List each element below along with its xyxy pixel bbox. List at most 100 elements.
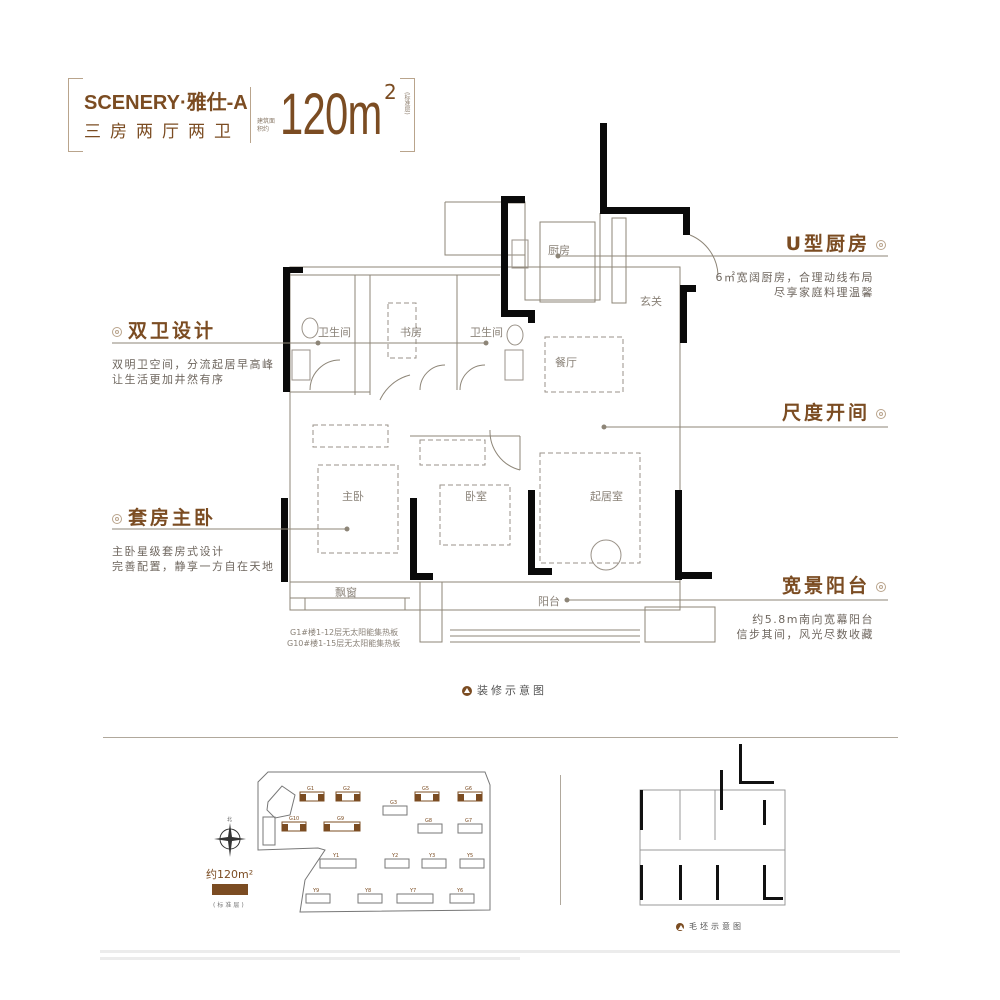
caption-text: 毛坯示意图 xyxy=(689,922,744,931)
bearing-walls xyxy=(281,123,712,582)
ring-icon xyxy=(876,239,886,250)
ring-icon xyxy=(112,513,122,524)
furniture xyxy=(312,302,641,564)
building-g2: G2 xyxy=(335,786,361,802)
building-g8: G8 xyxy=(417,818,443,834)
building-label: G9 xyxy=(337,816,344,822)
building-g1: G1 xyxy=(299,786,325,802)
floor-type: (标准层) xyxy=(403,92,410,115)
ring-icon xyxy=(876,408,886,419)
facility xyxy=(262,816,276,846)
room-study: 书房 xyxy=(400,326,422,339)
legend-area: 约120m² xyxy=(206,868,254,881)
feature-double-bath: 双卫设计 双明卫空间，分流起居早高峰让生活更加井然有序 xyxy=(112,316,275,387)
building-label: G6 xyxy=(465,786,472,792)
feature-desc: 尽享家庭料理温馨 xyxy=(774,286,874,299)
building-g3: G3 xyxy=(382,800,408,816)
rough-floor-plan xyxy=(639,744,786,906)
room-bay-window: 飘窗 xyxy=(335,585,357,599)
building-y3: Y3 xyxy=(421,853,447,869)
building-g10: G10 xyxy=(281,816,307,832)
solar-note-1: G1#楼1-12层无太阳能集热板 xyxy=(290,627,398,637)
feature-kitchen: U型厨房 6㎡宽阔厨房，合理动线布局尽享家庭料理温馨 xyxy=(716,229,893,300)
area-unit-sup: 2 xyxy=(384,80,397,104)
building-label: G2 xyxy=(343,786,350,792)
compass-star-icon xyxy=(214,823,246,857)
feature-desc: 让生活更加井然有序 xyxy=(112,373,225,386)
feature-desc: 约5.8m南向宽幕阳台 xyxy=(752,613,874,626)
ring-icon xyxy=(876,581,886,592)
feature-title: 套房主卧 xyxy=(128,507,217,529)
room-labels: 厨房 玄关 卫生间 书房 卫生间 餐厅 主卧 卧室 起居室 飘窗 阳台 xyxy=(318,244,662,608)
building-label: G10 xyxy=(289,816,299,822)
area-value: 120m xyxy=(280,82,382,147)
building-label: Y3 xyxy=(428,853,435,859)
building-y7: Y7 xyxy=(396,888,434,904)
building-label: Y8 xyxy=(364,888,371,894)
feature-desc: 6㎡宽阔厨房，合理动线布局 xyxy=(715,271,874,284)
building-y9: Y9 xyxy=(305,888,331,904)
room-bedroom: 卧室 xyxy=(465,489,487,503)
building-y1: Y1 xyxy=(319,853,357,869)
building-g6: G6 xyxy=(457,786,483,802)
feature-desc: 完善配置，静享一方自在天地 xyxy=(112,560,275,573)
callout-lines xyxy=(112,253,888,603)
room-bath-2: 卫生间 xyxy=(470,325,503,339)
building-label: G1 xyxy=(307,786,314,792)
area-label: 建筑面积约 xyxy=(257,118,276,133)
building-label: Y7 xyxy=(409,888,416,894)
site-boundary xyxy=(257,771,491,913)
building-y8: Y8 xyxy=(357,888,383,904)
title-block xyxy=(68,78,415,152)
room-living: 起居室 xyxy=(590,489,623,503)
feature-title: 尺度开间 xyxy=(781,402,870,424)
building-label: G5 xyxy=(422,786,429,792)
bracket-left xyxy=(68,78,83,152)
building-label: G7 xyxy=(465,818,472,824)
feature-title: 宽景阳台 xyxy=(781,575,870,597)
feature-title: 双卫设计 xyxy=(128,320,217,342)
building-label: G3 xyxy=(390,800,397,806)
building-g7: G7 xyxy=(457,818,483,834)
room-kitchen: 厨房 xyxy=(548,244,570,257)
bracket-right xyxy=(400,78,415,152)
ring-icon xyxy=(112,326,122,337)
feature-bay-width: 尺度开间 xyxy=(782,398,892,425)
section-divider xyxy=(103,737,898,738)
decorated-plan-caption: 装修示意图 xyxy=(462,682,547,698)
project-title: SCENERY·雅仕-A xyxy=(84,92,248,114)
layout-title: 三房两厅两卫 xyxy=(84,122,240,142)
north-label: 北 xyxy=(227,816,232,823)
building-y2: Y2 xyxy=(384,853,410,869)
room-balcony: 阳台 xyxy=(538,594,560,608)
room-entrance: 玄关 xyxy=(640,294,662,308)
title-divider xyxy=(250,87,251,143)
solar-note-2: G10#楼1-15层无太阳能集热板 xyxy=(287,638,400,648)
compass: 北 xyxy=(214,816,246,857)
building-label: Y9 xyxy=(312,888,319,894)
feature-balcony: 宽景阳台 约5.8m南向宽幕阳台信步其间，风光尽数收藏 xyxy=(737,571,893,642)
legend-swatch xyxy=(212,884,248,895)
building-label: Y5 xyxy=(466,853,473,859)
feature-title: U型厨房 xyxy=(785,233,870,255)
fixtures xyxy=(291,239,622,571)
building-label: Y2 xyxy=(391,853,398,859)
building-label: Y1 xyxy=(332,853,339,859)
vertical-divider xyxy=(560,775,561,905)
rough-plan-caption: 毛坯示意图 xyxy=(676,921,744,932)
feature-desc: 主卧星级套房式设计 xyxy=(112,545,225,558)
legend-floor: (标准层) xyxy=(213,902,246,909)
triangle-icon xyxy=(676,922,684,931)
room-master: 主卧 xyxy=(342,490,364,503)
floor-plan: 厨房 玄关 卫生间 书房 卫生间 餐厅 主卧 卧室 起居室 飘窗 阳台 G1#楼… xyxy=(112,123,888,648)
clubhouse xyxy=(266,785,296,819)
building-g9: G9 xyxy=(323,816,361,832)
building-g5: G5 xyxy=(414,786,440,802)
room-bath-1: 卫生间 xyxy=(318,325,351,339)
building-label: G8 xyxy=(425,818,432,824)
building-y6: Y6 xyxy=(449,888,475,904)
feature-desc: 信步其间，风光尽数收藏 xyxy=(736,628,874,641)
building-label: Y6 xyxy=(456,888,463,894)
room-dining: 餐厅 xyxy=(555,355,577,369)
